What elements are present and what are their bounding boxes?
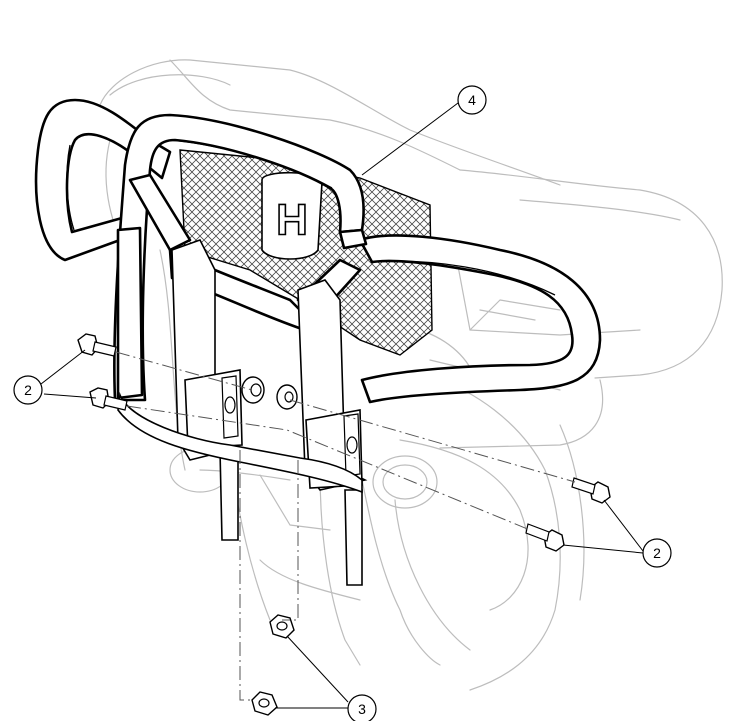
bolt-upper-left	[77, 333, 117, 357]
spacer-collar-right	[276, 384, 298, 410]
flange-nut-lower	[251, 691, 278, 716]
callout-2-right: 2	[642, 538, 672, 568]
leader-lines	[40, 102, 644, 709]
callout-4: 4	[457, 85, 487, 115]
mounting-plates	[117, 239, 368, 494]
front-bumper-guard	[34, 98, 602, 404]
front-grille: H	[179, 149, 433, 356]
callout-3-label: 3	[358, 701, 366, 717]
emblem-letter: H	[276, 196, 308, 245]
bolt-lower-left	[89, 387, 128, 411]
flange-nut-upper	[269, 614, 295, 639]
callout-2-left-label: 2	[24, 382, 32, 398]
spacer-collar-left	[241, 376, 265, 404]
callout-2-left: 2	[13, 375, 43, 405]
vehicle-front-body	[99, 59, 723, 691]
callout-4-label: 4	[468, 92, 476, 108]
bolt-lower-right	[525, 523, 565, 552]
alignment-lines	[115, 351, 576, 701]
bolt-upper-right	[571, 477, 611, 504]
callout-3: 3	[347, 694, 377, 721]
emblem-badge: H	[261, 171, 323, 260]
callout-2-right-label: 2	[653, 545, 661, 561]
